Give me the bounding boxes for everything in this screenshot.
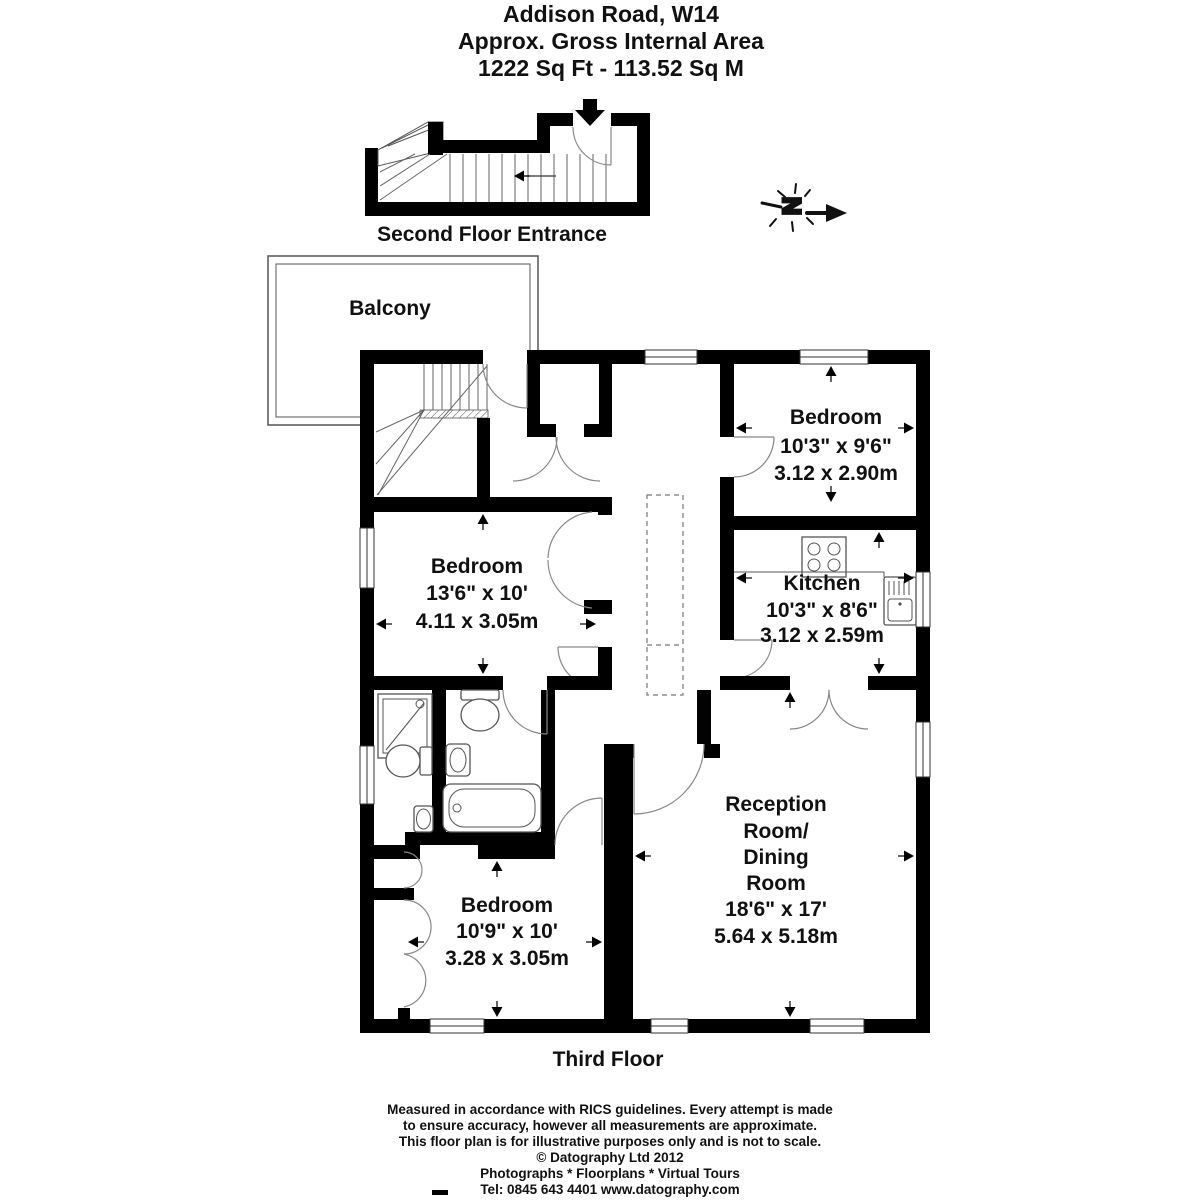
room-size-imperial: 10'3" x 8'6" xyxy=(766,599,878,622)
room-name: Dining xyxy=(743,846,808,869)
room-reception: Reception Room/ Dining Room 18'6" x 17' … xyxy=(714,793,838,948)
room-bedroom-top-right: Bedroom 10'3" x 9'6" 3.12 x 2.90m xyxy=(774,406,898,485)
window xyxy=(650,1018,689,1034)
room-name: Bedroom xyxy=(790,406,882,429)
window xyxy=(915,571,931,628)
bedroom-bottom-walls xyxy=(374,797,603,1019)
window xyxy=(359,527,375,589)
toilet-icon xyxy=(460,689,500,732)
third-floor-stairs xyxy=(375,364,490,512)
room-size-imperial: 18'6" x 17' xyxy=(725,898,827,921)
closet-door-arc xyxy=(403,899,432,955)
hall-closet xyxy=(512,364,612,482)
toilet-icon xyxy=(385,744,433,778)
room-size-imperial: 10'3" x 9'6" xyxy=(780,435,892,458)
north-label: N xyxy=(777,197,805,215)
address-title: Addison Road, W14 xyxy=(503,1,719,27)
room-name: Bedroom xyxy=(461,894,553,917)
entrance-door-arc xyxy=(572,126,612,166)
balcony-label: Balcony xyxy=(349,297,431,320)
window xyxy=(644,349,698,365)
bedroom-left-closet-arc xyxy=(547,511,593,559)
bathrooms xyxy=(360,676,612,846)
footer-line: Measured in accordance with RICS guideli… xyxy=(387,1102,833,1117)
footer-line: Tel: 0845 643 4401 www.datography.com xyxy=(480,1182,739,1197)
room-size-metric: 3.28 x 3.05m xyxy=(445,947,569,970)
window xyxy=(359,745,375,805)
area-label: Approx. Gross Internal Area xyxy=(458,28,764,54)
room-name: Reception xyxy=(725,793,827,816)
room-size-metric: 3.12 x 2.59m xyxy=(760,624,884,647)
bathroom-door-arc xyxy=(502,689,548,735)
room-bedroom-left: Bedroom 13'6" x 10' 4.11 x 3.05m xyxy=(416,555,539,633)
closet-door-arc xyxy=(403,953,427,1008)
room-size-imperial: 10'9" x 10' xyxy=(456,920,558,943)
window xyxy=(429,1018,485,1034)
basin-icon xyxy=(413,805,434,833)
hall-dashed-outline xyxy=(646,494,684,696)
room-name: Kitchen xyxy=(783,572,860,595)
room-name: Room xyxy=(746,872,806,895)
entrance-stairs xyxy=(379,153,607,202)
basin-icon xyxy=(445,743,471,777)
kitchen-reception-door-arc xyxy=(828,689,869,730)
bathtub-icon xyxy=(442,783,542,833)
room-size-metric: 3.12 x 2.90m xyxy=(774,462,898,485)
bedroom-bottom-door-arc xyxy=(554,797,603,846)
room-name: Bedroom xyxy=(431,555,523,578)
cropped-mark xyxy=(432,1190,448,1195)
bedroom-left-closet-arc xyxy=(547,559,593,609)
room-size-metric: 4.11 x 3.05m xyxy=(416,610,539,633)
room-bedroom-bottom: Bedroom 10'9" x 10' 3.28 x 3.05m xyxy=(445,894,569,970)
third-floor-label: Third Floor xyxy=(553,1048,664,1071)
footer-disclaimer: Measured in accordance with RICS guideli… xyxy=(387,1102,833,1197)
footer-line: Photographs * Floorplans * Virtual Tours xyxy=(480,1166,740,1181)
room-kitchen: Kitchen 10'3" x 8'6" 3.12 x 2.59m xyxy=(760,572,884,647)
kitchen-sink-icon xyxy=(883,576,917,626)
north-arrow-icon: N xyxy=(760,183,847,232)
window xyxy=(799,349,869,365)
footer-line: This floor plan is for illustrative purp… xyxy=(399,1134,821,1149)
area-value: 1222 Sq Ft - 113.52 Sq M xyxy=(478,55,744,81)
hob-icon xyxy=(801,536,847,578)
kitchen-reception-door-arc xyxy=(789,689,830,730)
footer-line: © Datography Ltd 2012 xyxy=(536,1150,683,1165)
entrance-direction-arrow xyxy=(575,99,605,126)
window xyxy=(915,721,931,778)
room-size-metric: 5.64 x 5.18m xyxy=(714,925,838,948)
window xyxy=(809,1018,865,1034)
second-floor-label: Second Floor Entrance xyxy=(377,223,607,246)
third-floor-plan: Bedroom 10'3" x 9'6" 3.12 x 2.90m Bedroo… xyxy=(359,349,931,1034)
closet-door-arc xyxy=(403,851,423,889)
bedroom-tr-door-arc xyxy=(733,436,775,478)
reception-door-arc xyxy=(633,743,705,815)
second-floor-entrance-plan: Second Floor Entrance xyxy=(365,99,650,246)
footer-line: to ensure accuracy, however all measurem… xyxy=(403,1118,817,1133)
room-size-imperial: 13'6" x 10' xyxy=(426,582,528,605)
balcony-door-arc xyxy=(482,363,528,409)
title-block: Addison Road, W14 Approx. Gross Internal… xyxy=(458,1,764,81)
room-name: Room/ xyxy=(743,820,808,843)
